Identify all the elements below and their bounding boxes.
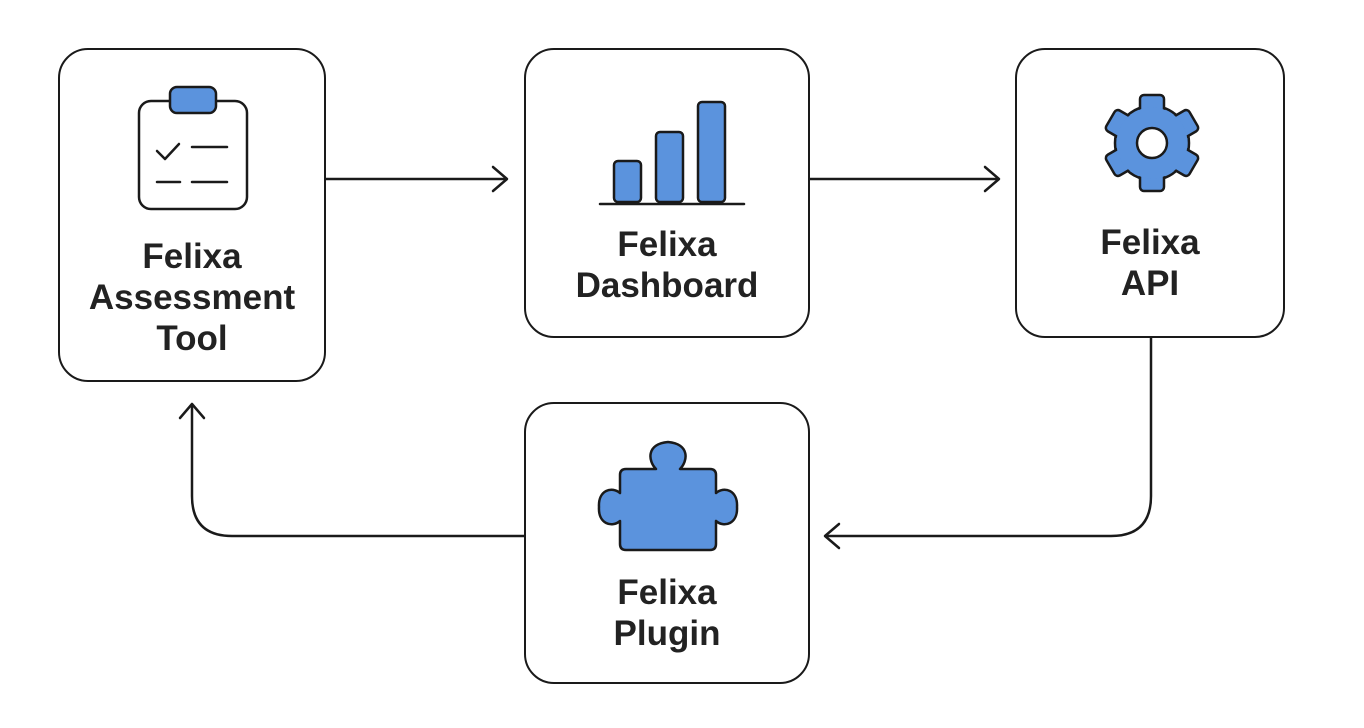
gear-icon <box>1104 93 1200 193</box>
node-label: Felixa Assessment Tool <box>60 236 324 359</box>
puzzle-piece-icon <box>597 440 739 552</box>
node-assessment-tool[interactable]: Felixa Assessment Tool <box>58 48 326 382</box>
label-line: Felixa <box>1100 223 1200 262</box>
label-line: API <box>1120 264 1180 303</box>
arrow-dashboard-to-api <box>808 165 1001 193</box>
label-line: Felixa <box>617 573 717 612</box>
node-api[interactable]: Felixa API <box>1015 48 1285 338</box>
bar-chart-icon <box>598 100 746 206</box>
node-label: Felixa Dashboard <box>526 224 808 306</box>
arrow-plugin-to-assessment <box>178 402 526 538</box>
label-line: Felixa <box>617 225 717 264</box>
label-line: Plugin <box>613 614 721 653</box>
label-line: Dashboard <box>575 266 759 305</box>
node-dashboard[interactable]: Felixa Dashboard <box>524 48 810 338</box>
label-line: Assessment <box>88 278 296 317</box>
node-plugin[interactable]: Felixa Plugin <box>524 402 810 684</box>
arrow-assessment-to-dashboard <box>324 165 509 193</box>
arrow-api-to-plugin <box>823 336 1153 550</box>
label-line: Tool <box>156 319 228 358</box>
label-line: Felixa <box>142 237 242 276</box>
clipboard-checklist-icon <box>137 85 249 211</box>
node-label: Felixa API <box>1017 222 1283 304</box>
node-label: Felixa Plugin <box>526 572 808 654</box>
